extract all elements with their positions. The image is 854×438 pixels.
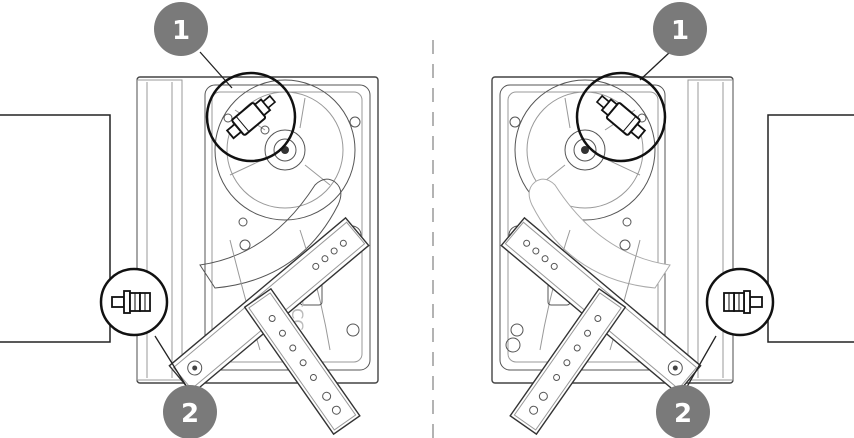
right-wall-outline bbox=[767, 114, 854, 343]
right-callout-1: 1 bbox=[653, 2, 707, 56]
right-extension-bar bbox=[509, 287, 627, 436]
left-detail-circle-1 bbox=[205, 71, 297, 163]
right-stop-screw-icon bbox=[595, 94, 647, 140]
left-callout-1: 1 bbox=[154, 2, 208, 56]
left-curved-arm bbox=[199, 178, 342, 289]
left-callout-2: 2 bbox=[163, 385, 217, 438]
left-callout-2-label: 2 bbox=[181, 399, 199, 429]
left-callout-1-label: 1 bbox=[172, 16, 190, 46]
right-detail-circle-1 bbox=[575, 71, 667, 163]
right-callout-2: 2 bbox=[656, 385, 710, 438]
left-unit: SCC bbox=[0, 2, 379, 438]
right-unit: 1 2 bbox=[491, 2, 854, 438]
left-wall-outline bbox=[0, 114, 111, 343]
left-extension-bar bbox=[243, 287, 361, 436]
right-callout-2-label: 2 bbox=[674, 399, 692, 429]
right-callout-1-label: 1 bbox=[671, 16, 689, 46]
left-bolt-icon bbox=[111, 290, 151, 314]
left-stop-screw-icon bbox=[225, 94, 277, 140]
right-bolt-icon bbox=[723, 290, 763, 314]
left-housing-side bbox=[136, 79, 183, 381]
